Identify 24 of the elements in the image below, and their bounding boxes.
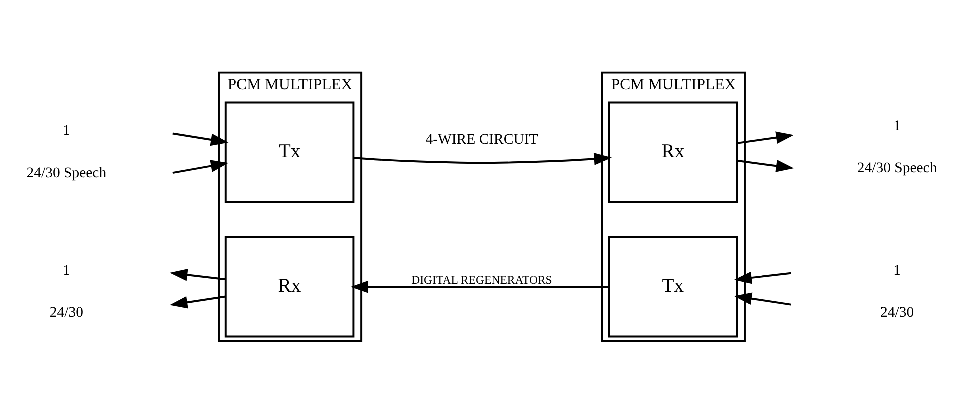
label: 1 <box>894 118 902 134</box>
label: 24/30 <box>50 305 84 322</box>
node-box: Rx <box>224 236 355 338</box>
arrow <box>734 292 792 306</box>
arrow <box>354 153 612 166</box>
arrow <box>734 272 792 284</box>
edge-label: DIGITAL REGENERATORS <box>412 272 552 287</box>
arrow <box>737 132 794 144</box>
node-box: Tx <box>224 102 355 204</box>
node-box: Tx <box>608 236 738 338</box>
arrow <box>350 280 610 294</box>
label: 1 <box>62 262 70 279</box>
arrow <box>172 132 229 146</box>
label: 24/30 Speech <box>26 166 107 182</box>
label: 1 <box>894 262 902 279</box>
label: 4-WIRE CIRCUIT <box>426 132 538 148</box>
arrow <box>170 268 226 282</box>
label: 24/30 <box>880 305 914 322</box>
arrow <box>170 296 226 309</box>
label: 1 <box>62 123 70 140</box>
node-box: Rx <box>608 102 738 204</box>
label: 24/30 Speech <box>857 160 938 177</box>
arrow <box>172 160 229 174</box>
arrow <box>737 160 794 172</box>
